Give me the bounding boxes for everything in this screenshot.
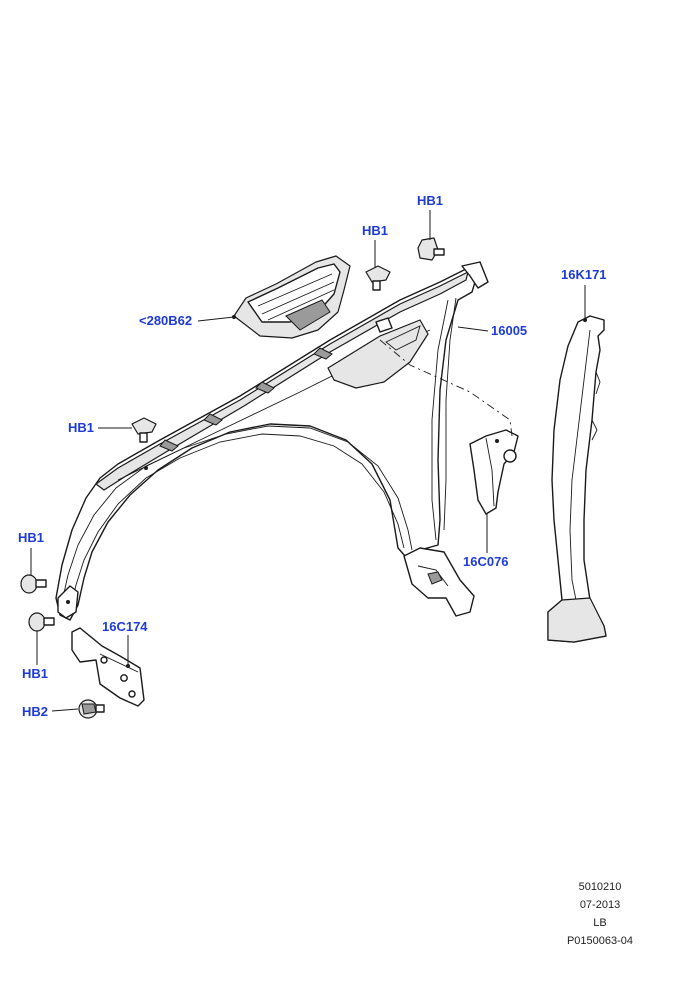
fender-16005 xyxy=(55,261,489,621)
callout-16005: 16005 xyxy=(491,323,528,338)
callout-280b62: <280B62 xyxy=(139,313,193,328)
fastener-hb1-top-mid xyxy=(365,265,391,291)
callout-hb1-top-mid: HB1 xyxy=(362,223,389,238)
bracket-16c174 xyxy=(71,627,145,707)
callout-hb2: HB2 xyxy=(22,704,49,719)
fastener-hb2 xyxy=(78,699,105,719)
bracket-16c076 xyxy=(469,429,519,515)
footer-illustration-id: P0150063-04 xyxy=(566,935,634,947)
callout-16k171: 16K171 xyxy=(561,267,607,282)
footer-date: 07-2013 xyxy=(579,899,621,911)
fastener-hb1-bottom-left xyxy=(28,612,55,632)
vent-grille-280b62 xyxy=(232,255,351,339)
footer-region: LB xyxy=(593,917,607,929)
callout-hb1-top-right: HB1 xyxy=(417,193,444,208)
callout-16c076: 16C076 xyxy=(463,554,509,569)
callout-hb1-left: HB1 xyxy=(18,530,45,545)
seal-strip-16k171 xyxy=(547,315,607,643)
footer-ref-number: 5010210 xyxy=(578,881,622,893)
leader-lines xyxy=(30,210,586,712)
fastener-hb1-left xyxy=(20,574,47,594)
callout-16c174: 16C174 xyxy=(102,619,148,634)
callout-hb1-bottom-left: HB1 xyxy=(22,666,49,681)
fastener-hb1-mid-left xyxy=(131,417,157,443)
fastener-hb1-top-right xyxy=(417,237,445,261)
callout-hb1-mid-left: HB1 xyxy=(68,420,95,435)
